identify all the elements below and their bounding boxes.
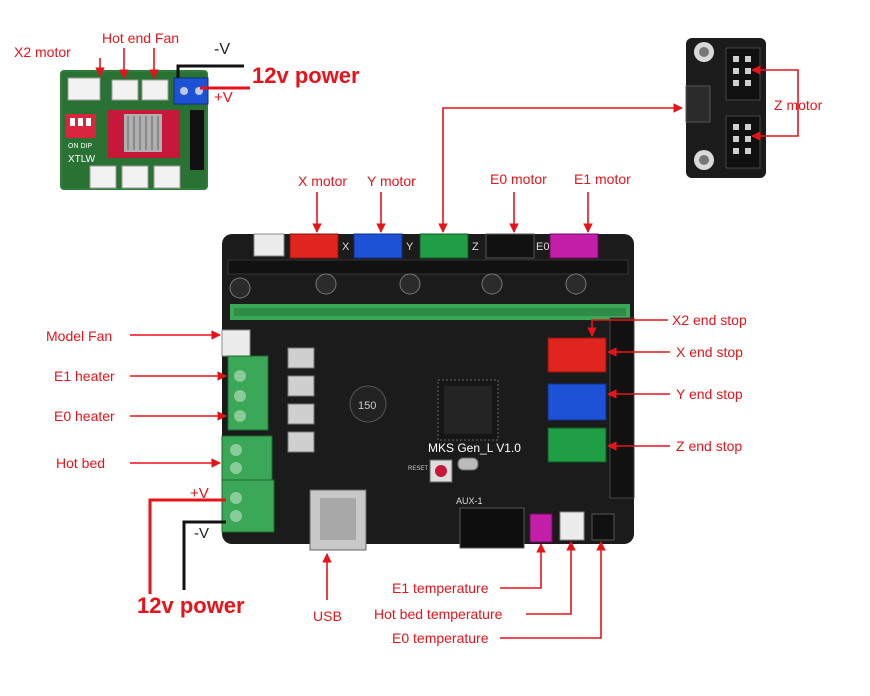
dip-silk: ON DIP bbox=[68, 143, 92, 150]
small-board-silk: XTLW bbox=[68, 154, 96, 165]
x-silk: X bbox=[342, 241, 350, 253]
y-silk: Y bbox=[406, 241, 414, 253]
annotation-arrows bbox=[95, 48, 799, 639]
board-title: MKS Gen_L V1.0 bbox=[428, 441, 521, 455]
top-power-wires bbox=[176, 64, 250, 90]
e0-temperature-label: E0 temperature bbox=[392, 630, 489, 646]
z-silk: Z bbox=[472, 241, 479, 253]
hot-end-fan-label: Hot end Fan bbox=[102, 30, 180, 46]
aux-silk: AUX-1 bbox=[456, 496, 483, 506]
small-driver-board: ON DIP XTLW bbox=[60, 70, 209, 190]
e0-heater-label: E0 heater bbox=[54, 408, 115, 424]
y-end-stop-label: Y end stop bbox=[676, 386, 743, 402]
x2-end-stop-label: X2 end stop bbox=[672, 312, 747, 328]
usb-label: USB bbox=[313, 608, 342, 624]
top-negative-v-label: -V bbox=[214, 41, 230, 58]
x-motor-label: X motor bbox=[298, 173, 348, 189]
reset-silk: RESET bbox=[408, 466, 428, 472]
y-motor-label: Y motor bbox=[367, 173, 416, 189]
x-end-stop-label: X end stop bbox=[676, 344, 743, 360]
z-end-stop-label: Z end stop bbox=[676, 438, 743, 454]
z-motor-label: Z motor bbox=[774, 97, 823, 113]
main-board: X Y Z E0 150 MKS Gen_L V1.0 bbox=[221, 233, 635, 551]
hot-bed-temperature-label: Hot bed temperature bbox=[374, 606, 503, 622]
e1-heater-label: E1 heater bbox=[54, 368, 115, 384]
e0-silk: E0 bbox=[536, 241, 549, 253]
e0-motor-label: E0 motor bbox=[490, 171, 547, 187]
hot-bed-label: Hot bed bbox=[56, 455, 106, 471]
e1-temperature-label: E1 temperature bbox=[392, 580, 489, 596]
x2-motor-label: X2 motor bbox=[14, 44, 71, 60]
bottom-negative-v-label: -V bbox=[194, 525, 209, 542]
e1-motor-label: E1 motor bbox=[574, 171, 631, 187]
bottom-positive-v-label: +V bbox=[190, 485, 209, 502]
bottom-power-label: 12v power bbox=[137, 593, 245, 618]
inductor-silk: 150 bbox=[358, 400, 376, 412]
model-fan-label: Model Fan bbox=[46, 328, 113, 344]
top-power-label: 12v power bbox=[252, 63, 360, 88]
z-motor-splitter bbox=[685, 38, 766, 178]
top-positive-v-label: +V bbox=[214, 89, 233, 106]
bottom-power-wires bbox=[148, 498, 226, 594]
